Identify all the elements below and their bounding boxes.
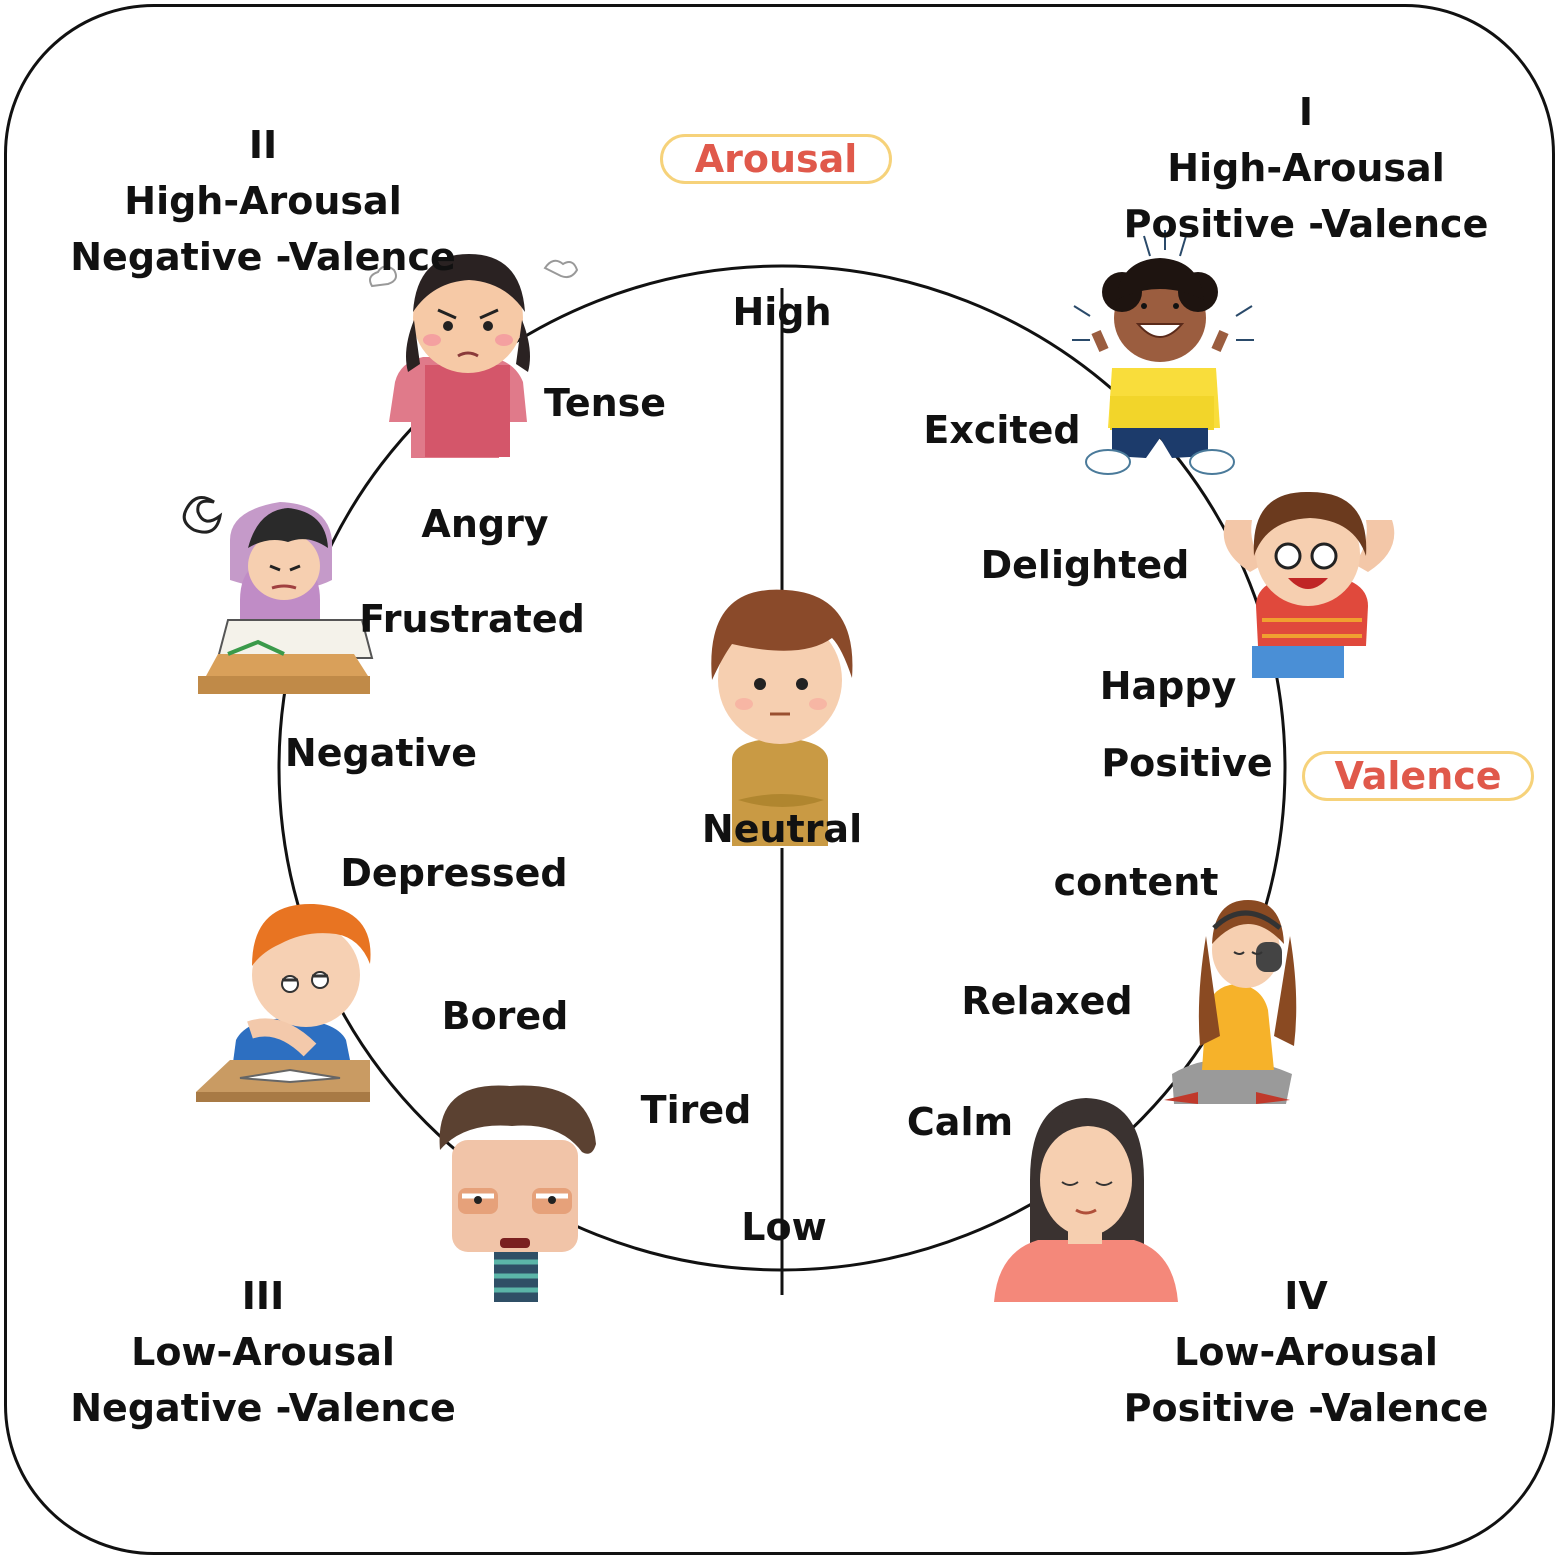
quadrant-2-numeral: II: [248, 123, 278, 167]
quadrant-3-label: III Low-Arousal Negative -Valence: [70, 1268, 456, 1436]
emotion-relaxed: Relaxed: [961, 979, 1133, 1023]
neutral-boy-icon: [711, 589, 853, 846]
emotion-excited: Excited: [923, 408, 1081, 452]
emotion-bored: Bored: [441, 994, 569, 1038]
quadrant-1-numeral: I: [1298, 90, 1314, 134]
positive-label: Positive: [1101, 741, 1273, 785]
quadrant-3-valence: Negative -Valence: [70, 1386, 456, 1430]
valence-axis-title: Valence: [1302, 751, 1534, 801]
negative-label: Negative: [284, 731, 478, 775]
emotion-tired: Tired: [640, 1088, 752, 1132]
quadrant-2-label: II High-Arousal Negative -Valence: [70, 117, 456, 285]
quadrant-4-valence: Positive -Valence: [1123, 1386, 1489, 1430]
emotion-calm: Calm: [906, 1100, 1014, 1144]
relaxed-girl-icon: [1164, 900, 1297, 1104]
high-label: High: [732, 290, 832, 334]
diagram-frame: [4, 4, 1555, 1555]
emotion-depressed: Depressed: [340, 851, 568, 895]
bored-student-icon: [196, 903, 371, 1102]
calm-woman-icon: [994, 1098, 1178, 1302]
quadrant-3-arousal: Low-Arousal: [131, 1330, 395, 1374]
quadrant-2-arousal: High-Arousal: [124, 179, 402, 223]
tired-boy-icon: [439, 1085, 596, 1302]
emotion-frustrated: Frustrated: [359, 597, 585, 641]
delighted-girl-icon: [1223, 491, 1395, 678]
quadrant-4-arousal: Low-Arousal: [1174, 1330, 1438, 1374]
neutral-label: Neutral: [701, 807, 863, 851]
quadrant-1-label: I High-Arousal Positive -Valence: [1124, 84, 1489, 252]
low-label: Low: [741, 1205, 827, 1249]
arousal-axis-title: Arousal: [660, 134, 892, 184]
emotion-content: content: [1053, 860, 1219, 904]
quadrant-2-valence: Negative -Valence: [70, 235, 456, 279]
quadrant-1-valence: Positive -Valence: [1123, 202, 1489, 246]
quadrant-4-label: IV Low-Arousal Positive -Valence: [1124, 1268, 1489, 1436]
quadrant-4-numeral: IV: [1284, 1274, 1328, 1318]
emotion-delighted: Delighted: [980, 543, 1190, 587]
frustrated-student-icon: [182, 496, 374, 694]
quadrant-1-arousal: High-Arousal: [1167, 146, 1445, 190]
emotion-happy: Happy: [1099, 664, 1237, 708]
quadrant-3-numeral: III: [241, 1274, 285, 1318]
emotion-tense: Tense: [543, 381, 667, 425]
tense-girl-icon: [369, 254, 579, 458]
emotion-angry: Angry: [421, 502, 549, 546]
excited-girl-icon: [1072, 230, 1254, 475]
